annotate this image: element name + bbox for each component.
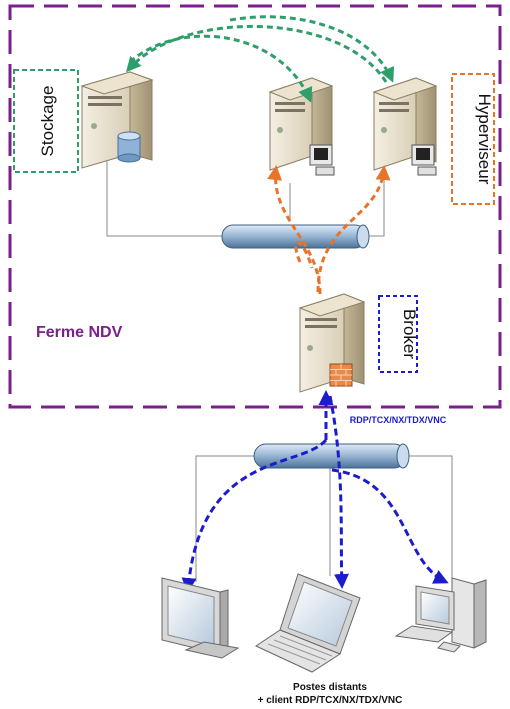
farm-label: Ferme NDV: [36, 324, 123, 341]
client-connection-arrows: [181, 390, 449, 593]
client-network-pipe: [253, 443, 410, 469]
workstation-icon-2: [411, 144, 437, 176]
broker-hypervisor-arrows: [267, 165, 391, 295]
firewall-icon: [329, 363, 353, 387]
hypervisor-label: Hyperviseur: [475, 94, 494, 185]
protocol-label: RDP/TCX/NX/TDX/VNC: [350, 415, 447, 425]
storage-label-box: [13, 69, 79, 173]
client-network-links: [195, 455, 453, 582]
storage-server: [80, 71, 154, 169]
tower-computer: [394, 577, 487, 653]
broker-label: Broker: [400, 309, 419, 359]
laptop: [254, 573, 361, 673]
storage-label: Stockage: [38, 86, 57, 157]
storage-sync-arrows: [126, 15, 395, 103]
workstation-icon-1: [309, 144, 335, 176]
farm-boundary: [8, 4, 502, 409]
clients-caption-line2: + client RDP/TCX/NX/TDX/VNC: [258, 695, 403, 706]
hypervisor-label-box: [451, 73, 495, 205]
hypervisor-server-2: [372, 77, 438, 171]
desktop-monitor: [161, 577, 240, 659]
database-icon: [117, 131, 141, 163]
broker-label-box: [378, 295, 418, 373]
clients-caption-line1: Postes distants: [293, 682, 367, 693]
farm-network-links: [106, 160, 385, 237]
